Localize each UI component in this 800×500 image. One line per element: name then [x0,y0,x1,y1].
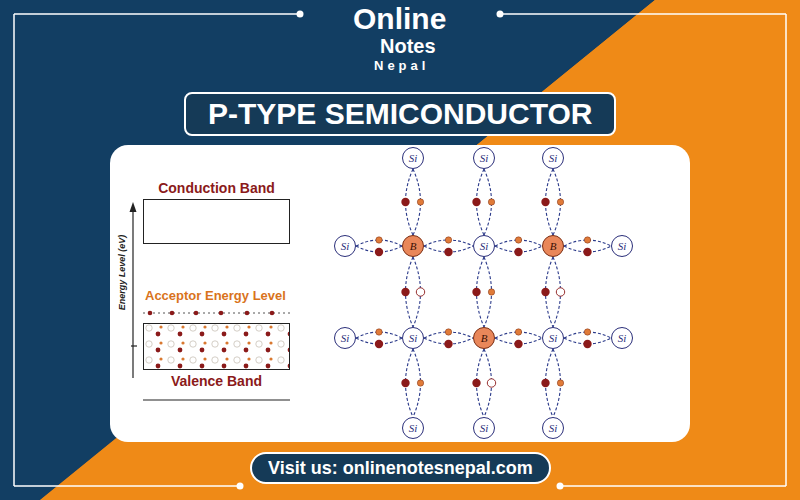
atom-symbol: Si [409,152,418,164]
link-pill: Visit us: onlinenotesnepal.com [250,452,551,484]
acceptor-label: Acceptor Energy Level [145,288,286,304]
atom-symbol: Si [480,422,489,434]
base-line [143,399,290,400]
atom-symbol: Si [549,332,558,344]
silicon-atom: Si [402,417,424,439]
atom-symbol: Si [341,332,350,344]
energy-axis [130,202,138,378]
band-box [143,323,290,370]
logo-text: Notes [380,35,436,58]
silicon-atom: Si [542,147,564,169]
covalent-bond [424,237,473,256]
silicon-atom: Si [334,327,356,349]
title-box: P-TYPE SEMICONDUCTOR [184,92,616,136]
covalent-bond [564,237,611,256]
covalent-bond [401,257,424,327]
atom-symbol: B [550,240,557,252]
silicon-atom: Si [402,327,424,349]
boron-atom: B [402,235,424,257]
covalent-bond [541,257,564,327]
axis-label: Energy Level (eV) [117,235,128,311]
atom-symbol: Si [618,332,627,344]
covalent-bond [356,237,402,256]
covalent-bond [564,329,611,348]
silicon-atom: Si [611,327,633,349]
atom-symbol: Si [549,152,558,164]
covalent-bond [495,329,542,348]
covalent-bond [401,349,423,417]
atom-symbol: Si [409,422,418,434]
silicon-atom: Si [611,235,633,257]
covalent-bond [472,257,494,327]
logo-text: Nepal [374,58,429,74]
atom-symbol: Si [480,240,489,252]
covalent-bond [401,169,423,235]
covalent-bond [356,329,402,348]
silicon-atom: Si [542,417,564,439]
covalent-bond [541,169,563,235]
covalent-bond [424,329,473,348]
boron-atom: B [542,235,564,257]
boron-atom: B [473,327,495,349]
energy-band: Valence Band [143,323,290,390]
atom-symbol: Si [549,422,558,434]
band-name: Conduction Band [143,180,290,197]
logo-text: Online [353,2,446,36]
title: P-TYPE SEMICONDUCTOR [208,96,592,132]
covalent-bond [541,349,563,417]
silicon-atom: Si [542,327,564,349]
covalent-bond [472,349,495,417]
covalent-bond [472,169,494,235]
atom-symbol: Si [480,152,489,164]
atom-symbol: B [481,332,488,344]
silicon-atom: Si [473,147,495,169]
energy-band: Conduction Band [143,180,290,244]
silicon-atom: Si [473,417,495,439]
silicon-atom: Si [402,147,424,169]
atom-symbol: Si [341,240,350,252]
silicon-atom: Si [334,235,356,257]
white-panel [110,145,690,442]
link-text: Visit us: onlinenotesnepal.com [268,457,533,479]
valence-electrons [144,324,289,369]
atom-symbol: Si [409,332,418,344]
atom-symbol: B [410,240,417,252]
acceptor-level [143,311,290,316]
band-box [143,199,290,244]
covalent-bond [495,237,542,256]
silicon-atom: Si [473,235,495,257]
band-name: Valence Band [143,373,290,390]
atom-symbol: Si [618,240,627,252]
